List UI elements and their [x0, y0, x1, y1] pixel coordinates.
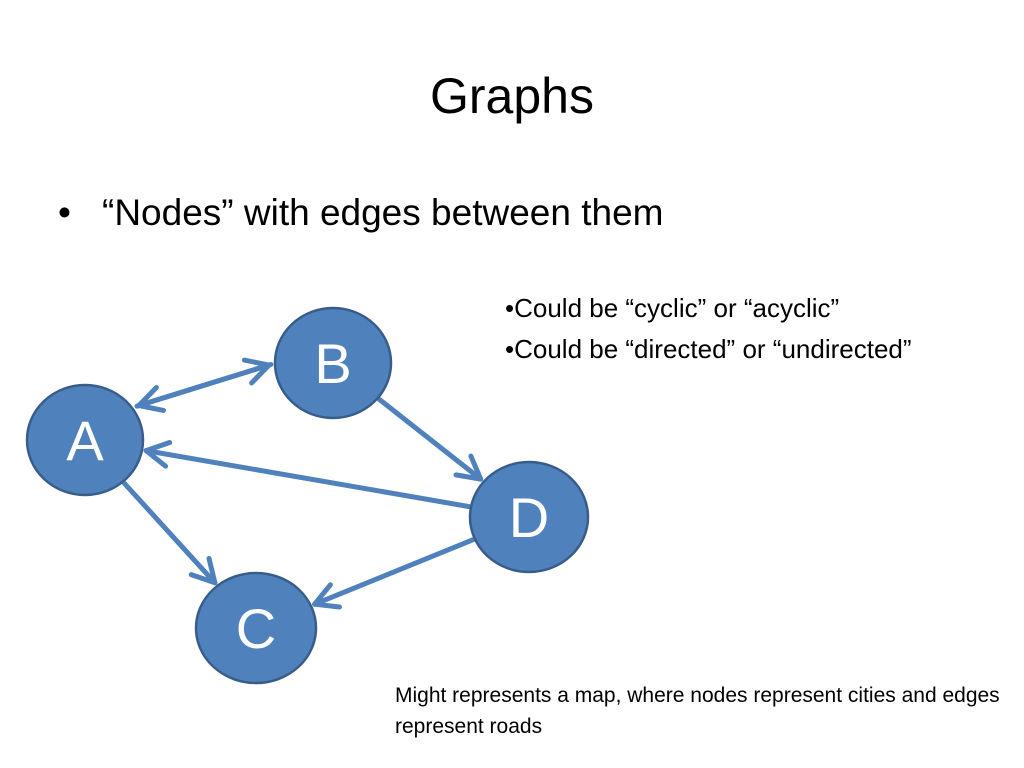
- node-B-label: B: [314, 332, 351, 395]
- main-bullet: • “Nodes” with edges between them: [58, 190, 663, 236]
- node-D-circle: [468, 460, 590, 574]
- edge-D-C: [312, 537, 476, 607]
- edge-A-C: [121, 480, 218, 586]
- edge-D-A: [143, 448, 472, 510]
- arrowhead-B-A: [136, 385, 166, 413]
- arrowhead-A-C: [188, 555, 218, 586]
- side-note-cyclic: •Could be “cyclic” or “acyclic”: [505, 293, 840, 323]
- node-A: A: [25, 383, 145, 497]
- caption: Might represents a map, where nodes repr…: [395, 684, 1000, 738]
- node-A-label: A: [66, 409, 104, 472]
- edge-B-A: [136, 362, 274, 408]
- edge-B-D: [376, 396, 484, 482]
- side-note-directed: •Could be “directed” or “undirected”: [505, 334, 912, 364]
- arrowhead-D-A: [143, 440, 173, 469]
- node-C-label: C: [236, 597, 276, 660]
- node-B-circle: [273, 306, 393, 420]
- node-B: B: [273, 306, 393, 420]
- main-bullet-text: “Nodes” with edges between them: [102, 192, 664, 233]
- node-C-circle: [194, 571, 318, 685]
- node-D: D: [468, 460, 590, 574]
- node-C: C: [194, 571, 318, 685]
- slide-title: Graphs: [430, 68, 594, 124]
- node-A-circle: [25, 383, 145, 497]
- nodes-layer: A B C D: [25, 306, 590, 685]
- arrowhead-B-D: [453, 453, 484, 482]
- bullet-marker: •: [58, 192, 71, 233]
- arrowhead-D-C: [312, 582, 342, 610]
- edges-layer: [121, 357, 484, 610]
- side-notes: •Could be “cyclic” or “acyclic” •Could b…: [505, 288, 965, 370]
- node-D-label: D: [509, 486, 549, 549]
